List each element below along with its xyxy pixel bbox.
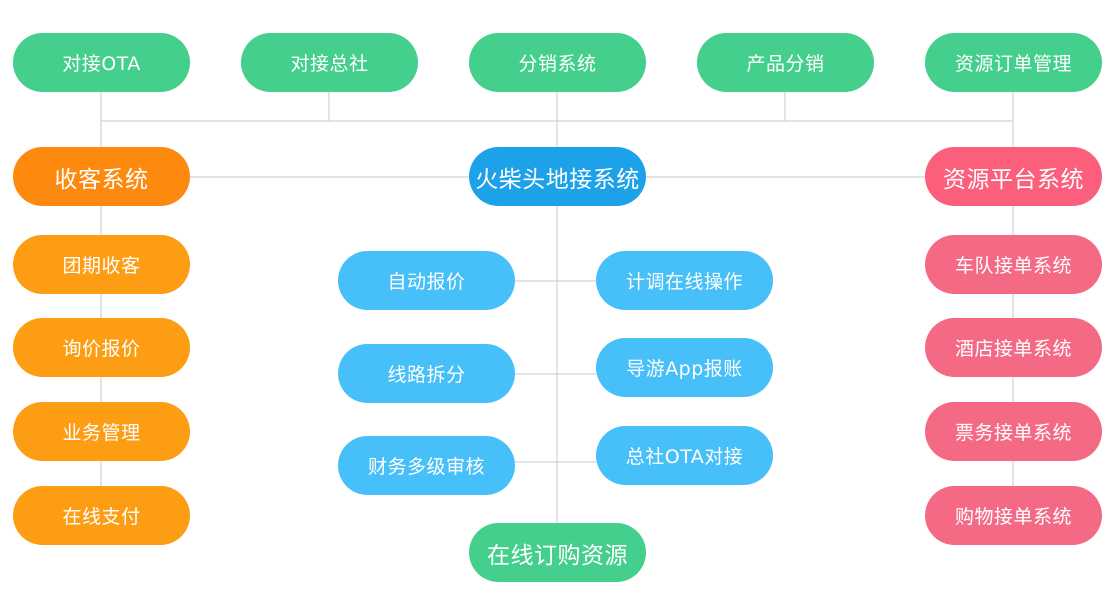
node-top-2[interactable]: 对接总社	[241, 33, 418, 92]
node-right-1[interactable]: 车队接单系统	[925, 235, 1102, 294]
node-center-bottom[interactable]: 在线订购资源	[469, 523, 646, 582]
node-right-4[interactable]: 购物接单系统	[925, 486, 1102, 545]
node-right-3[interactable]: 票务接单系统	[925, 402, 1102, 461]
node-top-1[interactable]: 对接OTA	[13, 33, 190, 92]
node-center-left-3[interactable]: 财务多级审核	[338, 436, 515, 495]
node-center-right-3[interactable]: 总社OTA对接	[596, 426, 773, 485]
node-center-right-1[interactable]: 计调在线操作	[596, 251, 773, 310]
node-top-4[interactable]: 产品分销	[697, 33, 874, 92]
node-center-left-1[interactable]: 自动报价	[338, 251, 515, 310]
node-main-left[interactable]: 收客系统	[13, 147, 190, 206]
node-top-5[interactable]: 资源订单管理	[925, 33, 1102, 92]
node-right-2[interactable]: 酒店接单系统	[925, 318, 1102, 377]
node-left-3[interactable]: 业务管理	[13, 402, 190, 461]
node-left-1[interactable]: 团期收客	[13, 235, 190, 294]
node-center-right-2[interactable]: 导游App报账	[596, 338, 773, 397]
node-main-center[interactable]: 火柴头地接系统	[469, 147, 646, 206]
node-left-2[interactable]: 询价报价	[13, 318, 190, 377]
node-left-4[interactable]: 在线支付	[13, 486, 190, 545]
node-top-3[interactable]: 分销系统	[469, 33, 646, 92]
node-main-right[interactable]: 资源平台系统	[925, 147, 1102, 206]
node-center-left-2[interactable]: 线路拆分	[338, 344, 515, 403]
